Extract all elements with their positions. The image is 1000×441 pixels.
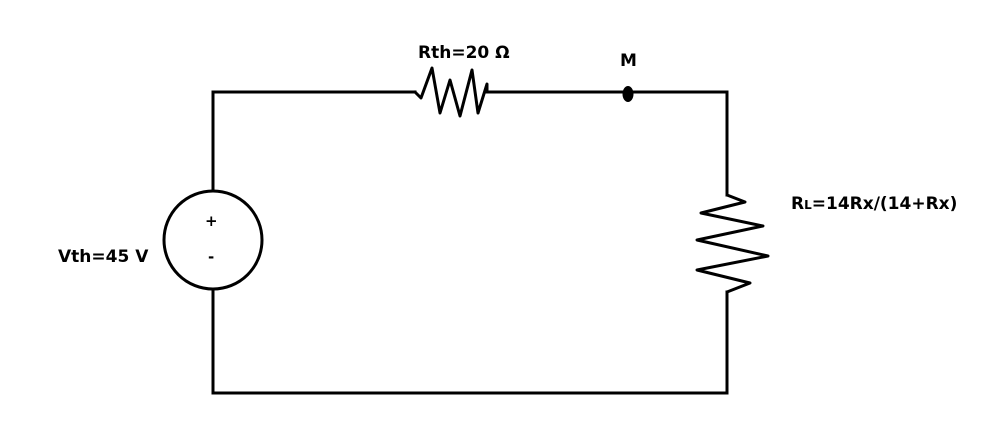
source-plus-sign: + xyxy=(205,212,218,230)
node-m-label: M xyxy=(620,51,637,71)
series-resistor xyxy=(413,66,489,118)
node-m-dot xyxy=(622,86,634,102)
source-minus-sign: - xyxy=(208,248,214,266)
top-wire-right xyxy=(485,90,729,197)
source-label: Vth=45 V xyxy=(58,247,149,267)
load-resistor-label: RL=14Rx/(14+Rx) xyxy=(791,194,957,214)
load-resistor xyxy=(695,193,770,294)
load-resistor-label-subscript: L xyxy=(804,198,812,212)
series-resistor-label: Rth=20 Ω xyxy=(418,43,510,63)
load-resistor-label-prefix: R xyxy=(791,194,804,214)
load-resistor-label-rest: =14Rx/(14+Rx) xyxy=(812,194,958,214)
top-wire-left xyxy=(211,90,417,199)
bottom-wire xyxy=(211,281,729,395)
voltage-source xyxy=(162,189,264,291)
